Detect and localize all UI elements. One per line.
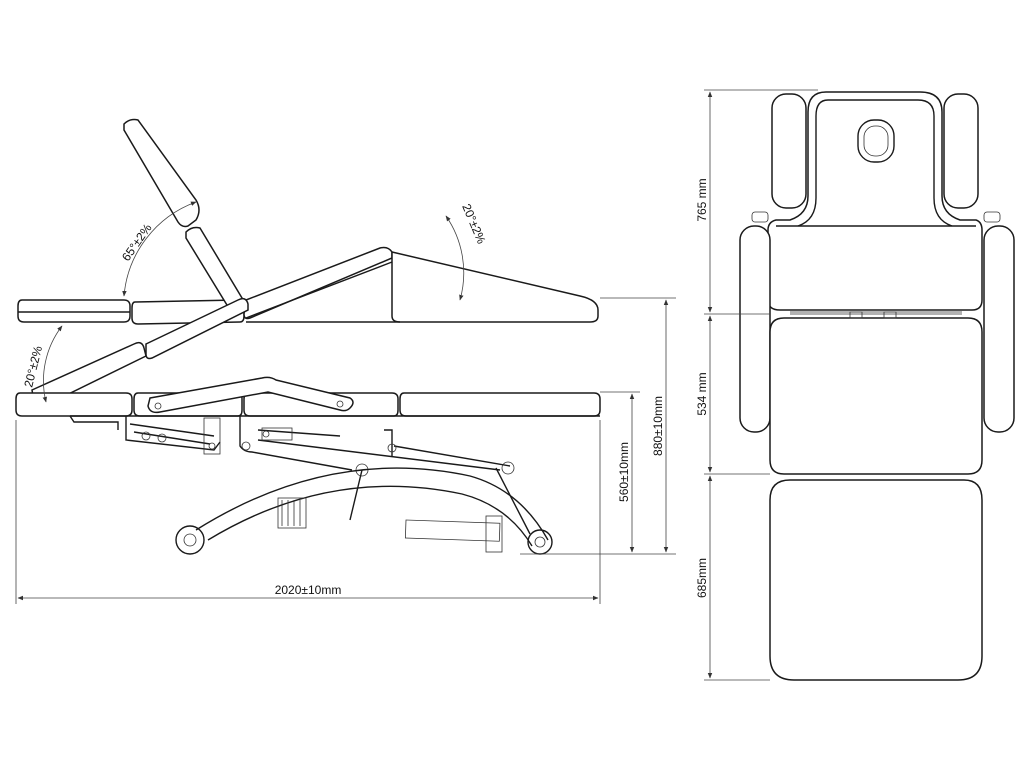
lower-position-outline bbox=[15, 376, 601, 417]
legrest-angle-label: 20°±2% bbox=[21, 344, 45, 389]
left-armrest bbox=[739, 225, 771, 433]
upper-position-outline bbox=[17, 246, 599, 325]
top-view-dimensions bbox=[704, 89, 818, 681]
max-height-label: 880±10mm bbox=[651, 396, 665, 456]
leg-section-length-label: 685mm bbox=[695, 558, 709, 598]
length-label: 2020±10mm bbox=[275, 583, 342, 597]
seat-section bbox=[769, 317, 983, 475]
height-dimensions bbox=[520, 297, 676, 555]
min-height-label: 560±10mm bbox=[617, 442, 631, 502]
head-section bbox=[751, 91, 1001, 311]
top-view: 765 mm 534 mm 685mm bbox=[695, 89, 1015, 681]
headrest-angle-label: 65°±2% bbox=[119, 221, 155, 264]
length-dimension bbox=[15, 420, 601, 604]
headrest-raised bbox=[123, 118, 245, 315]
side-view: 65°±2% 20°±2% 20°±2% 2020±10mm 880±10mm … bbox=[15, 118, 676, 604]
seat-section-length-label: 534 mm bbox=[695, 372, 709, 415]
head-section-length-label: 765 mm bbox=[695, 178, 709, 221]
right-armrest bbox=[983, 225, 1015, 433]
angle-arcs bbox=[42, 201, 465, 403]
leg-section bbox=[769, 479, 983, 681]
backrest-angle-label: 20°±2% bbox=[459, 202, 488, 247]
base-mechanism bbox=[69, 415, 600, 555]
